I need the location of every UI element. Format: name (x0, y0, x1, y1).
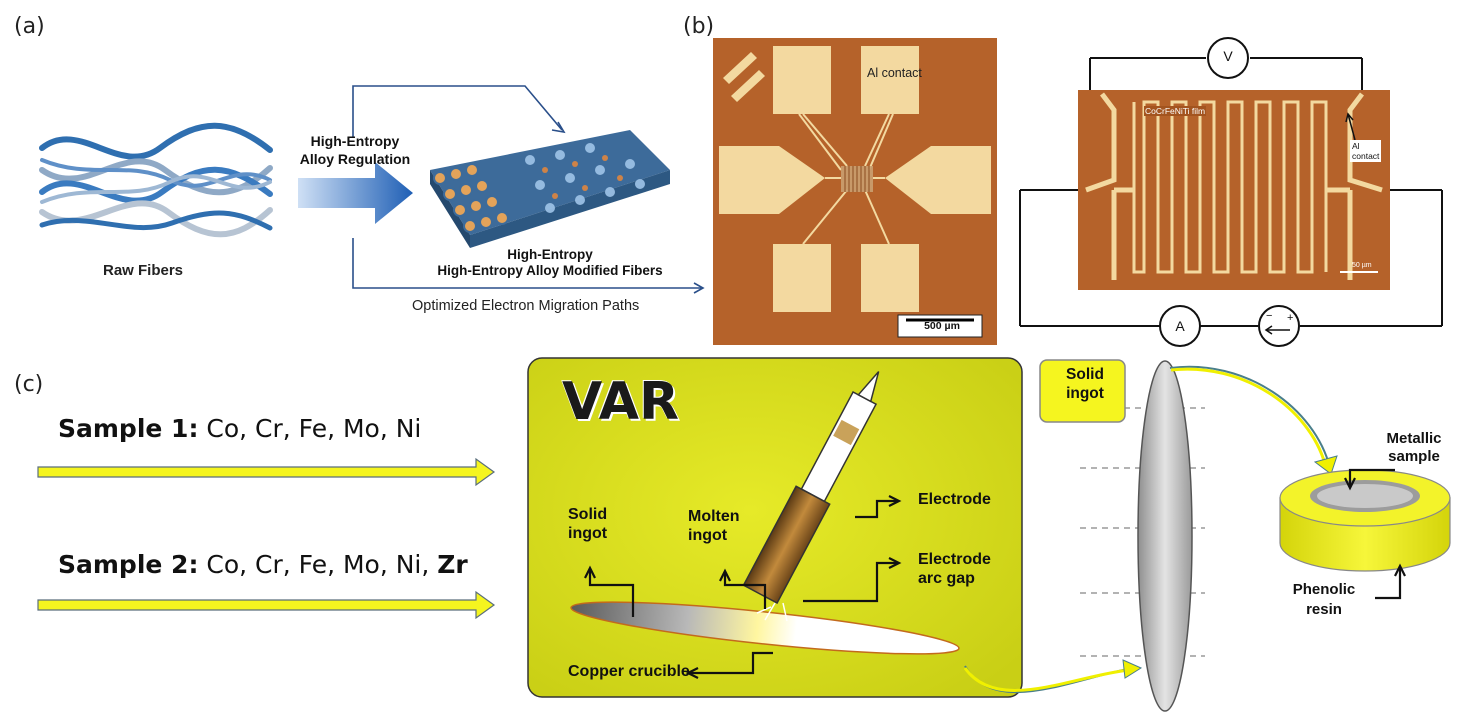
scale-bar-50: 50 µm (1352, 262, 1372, 269)
ammeter-label: A (1175, 318, 1185, 334)
voltmeter-icon (1207, 37, 1249, 79)
ingot-shape (570, 601, 960, 655)
solid-ingot-box-line2: ingot (1066, 385, 1104, 402)
source-plus: + (1287, 312, 1294, 324)
measurement-circuit (1019, 37, 1443, 347)
molten-ingot-line2: ingot (688, 527, 728, 544)
modified-fibers-line2: High-Entropy Alloy Modified Fibers (437, 263, 663, 278)
al-contact-label: Al contact (867, 66, 922, 80)
metallic-sample-line1: Metallic (1386, 430, 1442, 447)
phenolic-resin-line1: Phenolic (1292, 581, 1356, 598)
electrode-shape (742, 371, 880, 605)
arc-gap-line2: arc gap (918, 570, 975, 587)
raw-fibers-illustration (39, 122, 273, 238)
molten-ingot-line1: Molten (688, 508, 740, 525)
modified-fibers-illustration (430, 130, 670, 248)
sample-2-extra: Zr (437, 550, 468, 579)
current-source-icon (1258, 305, 1300, 347)
scale-bar-500: 500 µm (924, 320, 960, 332)
migration-path-label: Optimized Electron Migration Paths (412, 298, 640, 314)
sample-1-elements: Co, Cr, Fe, Mo, Ni (206, 414, 422, 443)
solid-ingot-box-label: Solid ingot (1050, 365, 1120, 403)
al-contact-small-line2: contact (1352, 151, 1380, 161)
sample-2: Sample 2: Co, Cr, Fe, Mo, Ni, Zr (58, 550, 468, 579)
voltmeter-label: V (1223, 48, 1233, 64)
sample-2-elements: Co, Cr, Fe, Mo, Ni, (206, 550, 438, 579)
panel-a-diagram (39, 85, 705, 294)
metallic-sample-label: Metallic sample (1374, 430, 1454, 466)
molten-ingot-label: Molten ingot (688, 507, 740, 545)
solid-ingot-line2: ingot (568, 525, 608, 542)
phenolic-mount (1279, 469, 1451, 572)
solid-ingot-box-line1: Solid (1066, 366, 1104, 383)
regulation-label-line2: Alloy Regulation (299, 151, 411, 167)
source-minus: − (1266, 310, 1273, 322)
chip-micrograph (713, 38, 997, 345)
raw-fibers-label: Raw Fibers (103, 262, 184, 279)
panel-b-label: (b) (683, 14, 715, 39)
metallic-sample-line2: sample (1388, 448, 1440, 465)
regulation-arrow (298, 162, 413, 224)
var-title: VAR (562, 372, 679, 432)
solid-ingot-line1: Solid (568, 506, 608, 523)
electrode-label: Electrode (918, 491, 991, 508)
sample-arrows (37, 457, 496, 620)
phenolic-resin-line2: resin (1306, 601, 1342, 618)
sample-2-label: Sample 2: (58, 550, 199, 579)
ingot-slicing-diagram (963, 359, 1451, 712)
solid-ingot-box (1039, 359, 1126, 423)
sample-1: Sample 1: Co, Cr, Fe, Mo, Ni (58, 414, 421, 443)
arc-gap-line1: Electrode (918, 551, 991, 568)
panel-c-label: (c) (14, 372, 44, 397)
panel-a-label: (a) (14, 14, 45, 39)
var-furnace-diagram (527, 357, 1023, 698)
al-contact-small: Al contact (1350, 140, 1382, 162)
copper-crucible-label: Copper crucible (568, 663, 690, 680)
sample-1-label: Sample 1: (58, 414, 199, 443)
al-contact-small-line1: Al (1352, 141, 1360, 151)
arc-gap-label: Electrode arc gap (918, 550, 991, 588)
modified-fibers-line1: High-Entropy (507, 247, 593, 262)
phenolic-resin-label: Phenolic resin (1284, 580, 1364, 620)
film-label: CoCrFeNiTi film (1144, 106, 1207, 116)
regulation-label: High-Entropy Alloy Regulation (280, 132, 430, 168)
ingot-disc (1137, 360, 1193, 712)
solid-ingot-label: Solid ingot (568, 505, 607, 543)
serpentine-film (1132, 100, 1328, 274)
modified-fibers-label: High-Entropy High-Entropy Alloy Modified… (410, 247, 690, 279)
sample-2-arrow (37, 590, 496, 620)
ammeter-icon (1159, 305, 1201, 347)
sample-1-arrow (37, 457, 496, 487)
regulation-label-line1: High-Entropy (310, 133, 400, 149)
